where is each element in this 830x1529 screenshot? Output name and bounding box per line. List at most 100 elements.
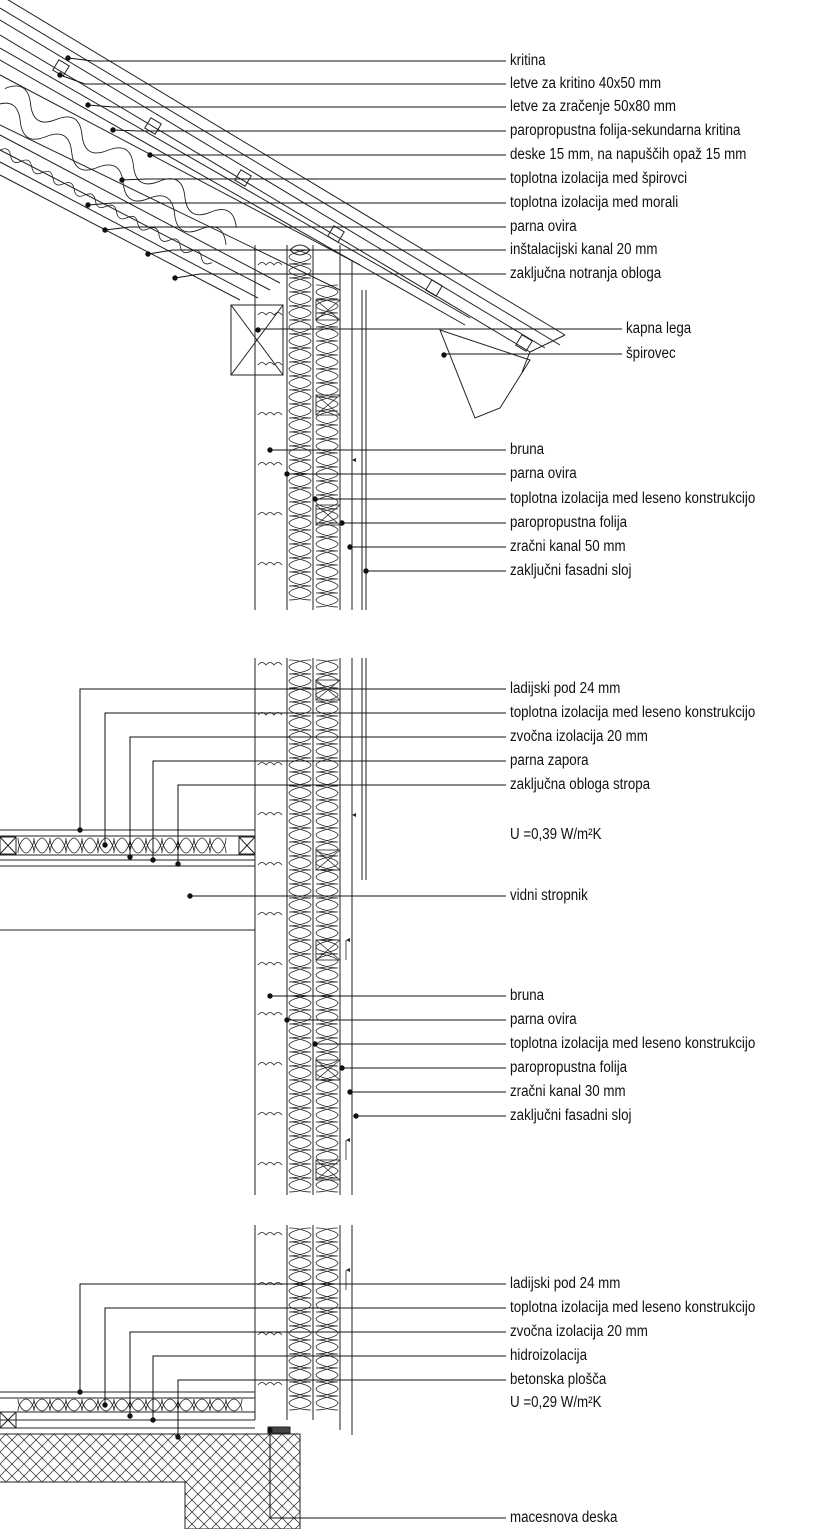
label-secondary-membrane: paropropustna folija-sekundarna kritina [510,122,741,139]
label-vapour-upper: parna ovira [510,465,577,482]
label-membrane-upper: paropropustna folija [510,514,628,531]
log-joint [257,1162,283,1166]
floor2-leader-0-line [79,1283,506,1392]
u-value-intermediate: U =0,39 W/m²K [510,826,602,843]
log-joint [257,1332,283,1336]
log-joint [257,1062,283,1066]
roof-leader-9-line [174,273,506,279]
floor2-leader-1-line [104,1307,506,1405]
label-roof-battens: letve za kritino 40x50 mm [510,75,662,92]
wall-insulation-loops [288,249,341,1411]
label-waterproofing: hidroizolacija [510,1347,588,1364]
stud-box [315,299,341,321]
stud-box [315,504,341,526]
label-sound-insulation-1: zvočna izolacija 20 mm [510,728,648,745]
stud-box-cross [315,394,341,416]
stud-box [315,939,341,961]
roof-leader-8-line [147,249,506,255]
stud-box-cross [315,504,341,526]
stud-box-cross [315,679,341,701]
label-vapour-barrier-roof: parna ovira [510,218,577,235]
log-joint [257,312,283,316]
floor2-leader-3-line [152,1355,506,1420]
leader-lines [57,55,622,1519]
insulation-column [288,659,312,1193]
label-vapour-stop: parna zapora [510,752,589,769]
label-insulation-lower: toplotna izolacija med leseno konstrukci… [510,1035,756,1052]
label-floor-insulation-2: toplotna izolacija med leseno konstrukci… [510,1299,756,1316]
label-floorboards-2: ladijski pod 24 mm [510,1275,621,1292]
floor1-leader-1-line [104,712,506,845]
label-kritina: kritina [510,52,546,69]
larch-leader-line [269,1430,506,1519]
label-facade-upper: zaključni fasadni sloj [510,562,632,579]
stud-box-cross [315,1059,341,1081]
log-joint [257,912,283,916]
insulation-column [315,1227,339,1411]
roof-leader-3-line [112,129,506,132]
label-ceiling-lining: zaključna obloga stropa [510,776,651,793]
label-logs-lower: bruna [510,987,545,1004]
floor1-leader-4-line [177,784,506,864]
log-joint [257,562,283,566]
log-joint [257,412,283,416]
label-ventilation-battens: letve za zračenje 50x80 mm [510,98,676,115]
roof-leader-0-line [67,57,506,62]
floor1-leader-3-line [152,760,506,860]
insulation-column [288,249,312,601]
rafter-leader-line [443,353,622,355]
floor-insulation-loops [17,837,227,854]
roof-leader-1-line [59,74,506,85]
stud-box-cross [315,299,341,321]
label-rafter: špirovec [626,345,676,362]
stud-box [315,1059,341,1081]
log-joint [257,662,283,666]
log-wall-profile [257,262,283,1386]
log-joint [257,1112,283,1116]
label-air-channel-upper: zračni kanal 50 mm [510,538,626,555]
stud-box-cross [315,1159,341,1181]
label-insulation-rafters: toplotna izolacija med špirovci [510,170,688,187]
label-interior-lining: zaključna notranja obloga [510,265,662,282]
label-floor-insulation-1: toplotna izolacija med leseno konstrukci… [510,704,756,721]
floor-loop-row [17,837,227,854]
airflow-arrows [345,458,356,1290]
stud-box-cross [315,939,341,961]
log-joint [257,762,283,766]
label-insulation-battens: toplotna izolacija med morali [510,194,679,211]
roof-leader-6-line [87,202,506,206]
roof-leader-7-line [104,226,506,231]
label-vapour-lower: parna ovira [510,1011,577,1028]
label-facade-lower: zaključni fasadni sloj [510,1107,632,1124]
stud-box [315,394,341,416]
label-visible-beam: vidni stropnik [510,887,588,904]
log-joint [257,862,283,866]
label-sound-insulation-2: zvočna izolacija 20 mm [510,1323,648,1340]
stud-box [315,849,341,871]
stud-box-cross [315,849,341,871]
label-insulation-upper: toplotna izolacija med leseno konstrukci… [510,490,756,507]
floor2-leader-2-line [129,1331,506,1416]
label-floorboards-1: ladijski pod 24 mm [510,680,621,697]
log-joint [257,812,283,816]
log-joint [257,1012,283,1016]
wall-section [254,244,367,1435]
roof-leader-2-line [87,104,506,108]
floor-insulation-loops-ground [17,1398,243,1412]
label-larch-board: macesnova deska [510,1509,618,1526]
stud-box [315,1159,341,1181]
label-air-channel-lower: zračni kanal 30 mm [510,1083,626,1100]
insulation-column [288,1227,312,1411]
floor2-leader-4-line [177,1379,506,1437]
label-logs-upper: bruna [510,441,545,458]
roof-leader-5-line [121,178,506,181]
u-value-ground: U =0,29 W/m²K [510,1394,602,1411]
log-joint [257,1382,283,1386]
log-joint [257,1282,283,1286]
intermediate-floor-section [0,829,256,931]
purlin-leader-line [257,328,622,330]
label-concrete-slab: betonska plošča [510,1371,607,1388]
log-joint [257,1232,283,1236]
log-joint [257,962,283,966]
